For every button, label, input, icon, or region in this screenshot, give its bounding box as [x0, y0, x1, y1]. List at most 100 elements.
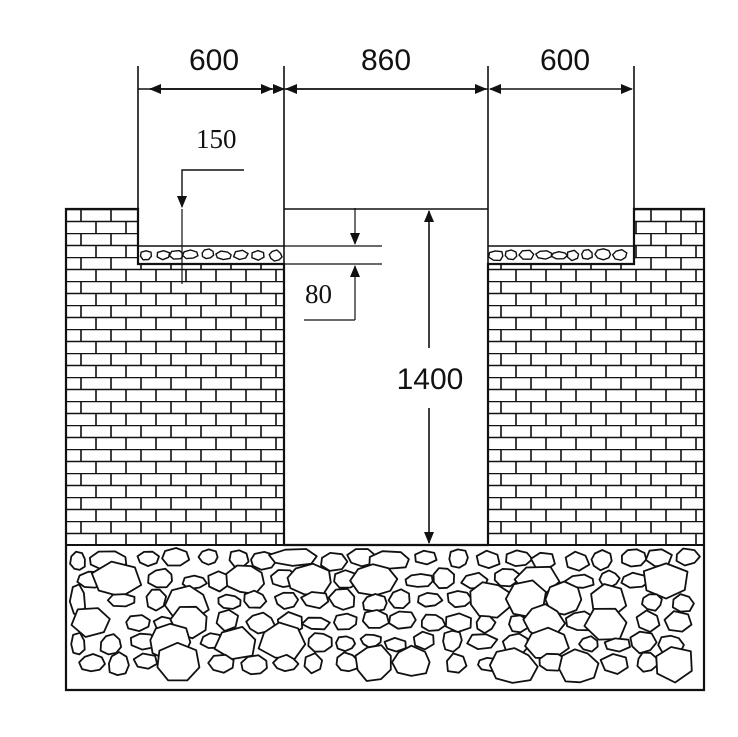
rubble-stone [161, 547, 191, 567]
rubble-stone [671, 593, 695, 613]
rubble-stone [207, 653, 235, 674]
rubble-stone [243, 589, 268, 609]
ledge-depth-leader [177, 169, 244, 284]
dim-label-top-right: 600 [540, 44, 590, 77]
dim-label-top-left: 600 [189, 44, 239, 77]
rubble-stone [675, 547, 701, 567]
rubble-stone [139, 250, 153, 261]
depth-label-background [392, 358, 468, 398]
rubble-stone [444, 612, 472, 633]
rubble-stone [272, 653, 300, 672]
rubble-stone [332, 612, 358, 631]
rubble-stone [544, 580, 583, 616]
rubble-stone [181, 249, 199, 260]
right-brick-wall [488, 209, 704, 545]
rubble-stone [354, 644, 392, 682]
rubble-stone [217, 593, 242, 610]
rubble-stone [611, 248, 628, 261]
dim-label-gravel-thickness: 80 [305, 279, 332, 309]
rubble-stone [583, 607, 628, 641]
rubble-stone [642, 562, 689, 600]
rubble-stone [442, 629, 463, 653]
rubble-stone [136, 550, 160, 567]
rubble-stone [251, 249, 265, 261]
left-ledge-gravel-layer [139, 248, 283, 262]
rubble-stone [300, 616, 331, 631]
rubble-stone [106, 593, 136, 608]
rubble-stone [550, 250, 569, 260]
rubble-stone [404, 573, 434, 588]
rubble-stone [201, 248, 215, 260]
rubble-stone [361, 609, 390, 629]
rubble-stone [145, 588, 168, 612]
rubble-stone [581, 248, 593, 260]
rubble-stone [475, 549, 501, 569]
rubble-stone [636, 651, 659, 673]
rubble-stone [432, 567, 456, 590]
rubble-stone [445, 652, 468, 674]
rubble-stone [268, 548, 318, 567]
rubble-stone [446, 590, 474, 609]
rubble-stone [594, 248, 612, 261]
rubble-stone [257, 621, 307, 661]
rubble-stone [273, 591, 300, 610]
rubble-stone [215, 250, 232, 261]
rubble-stone [68, 583, 86, 618]
rubble-stone [629, 630, 658, 655]
dim-label-ledge-depth: 150 [196, 124, 237, 154]
rubble-stone [621, 548, 648, 568]
rubble-stone [69, 550, 86, 571]
rubble-stone [663, 610, 693, 633]
rubble-stone [147, 567, 173, 589]
rubble-stone [641, 593, 663, 612]
rubble-stone [70, 631, 86, 656]
rubble-stone [70, 607, 111, 638]
rubble-stone [448, 548, 469, 569]
rubble-stone [505, 549, 534, 567]
right-ledge-gravel-layer [488, 248, 628, 262]
rubble-stone [388, 610, 417, 630]
rubble-stone [132, 652, 159, 670]
rubble-stone [99, 633, 122, 656]
rubble-stone [412, 630, 435, 651]
rubble-stone [307, 632, 333, 653]
rubble-stone [320, 552, 349, 572]
rubble-stone [78, 653, 106, 673]
dim-label-trench-width: 860 [361, 44, 411, 77]
rubble-stone [240, 654, 268, 676]
rubble-stone [518, 249, 535, 260]
rubble-stone [535, 250, 553, 260]
rubble-stone [655, 646, 693, 684]
rubble-stone [635, 609, 661, 633]
rubble-stone [504, 249, 518, 261]
rubble-stone [362, 593, 388, 613]
rubble-stone [108, 651, 130, 676]
dim-label-trench-depth: 1400 [397, 363, 464, 396]
rubble-stone [488, 250, 504, 262]
rubble-stone [414, 549, 438, 566]
gravel-thickness-dimension [284, 208, 382, 321]
rubble-stone [493, 568, 522, 588]
rubble-stone [466, 633, 499, 650]
rubble-stone [599, 653, 629, 675]
rubble-stone [564, 550, 591, 572]
rubble-stone [391, 644, 431, 677]
rubble-stone [327, 587, 356, 611]
rubble-stone [300, 591, 330, 610]
rubble-stone [475, 615, 497, 634]
rubble-foundation-stones [68, 547, 701, 684]
rubble-stone [558, 648, 600, 684]
rubble-stone [349, 563, 399, 597]
extension-lines [137, 66, 635, 264]
rubble-stone [417, 592, 444, 608]
rubble-stone [566, 249, 580, 262]
rubble-stone [488, 647, 539, 684]
rubble-stone [303, 652, 324, 675]
rubble-stone [268, 249, 283, 262]
rubble-stone [387, 588, 411, 609]
left-brick-wall [66, 209, 284, 545]
rubble-stone [232, 249, 249, 261]
rubble-stone [335, 635, 357, 652]
rubble-stone [578, 635, 599, 653]
